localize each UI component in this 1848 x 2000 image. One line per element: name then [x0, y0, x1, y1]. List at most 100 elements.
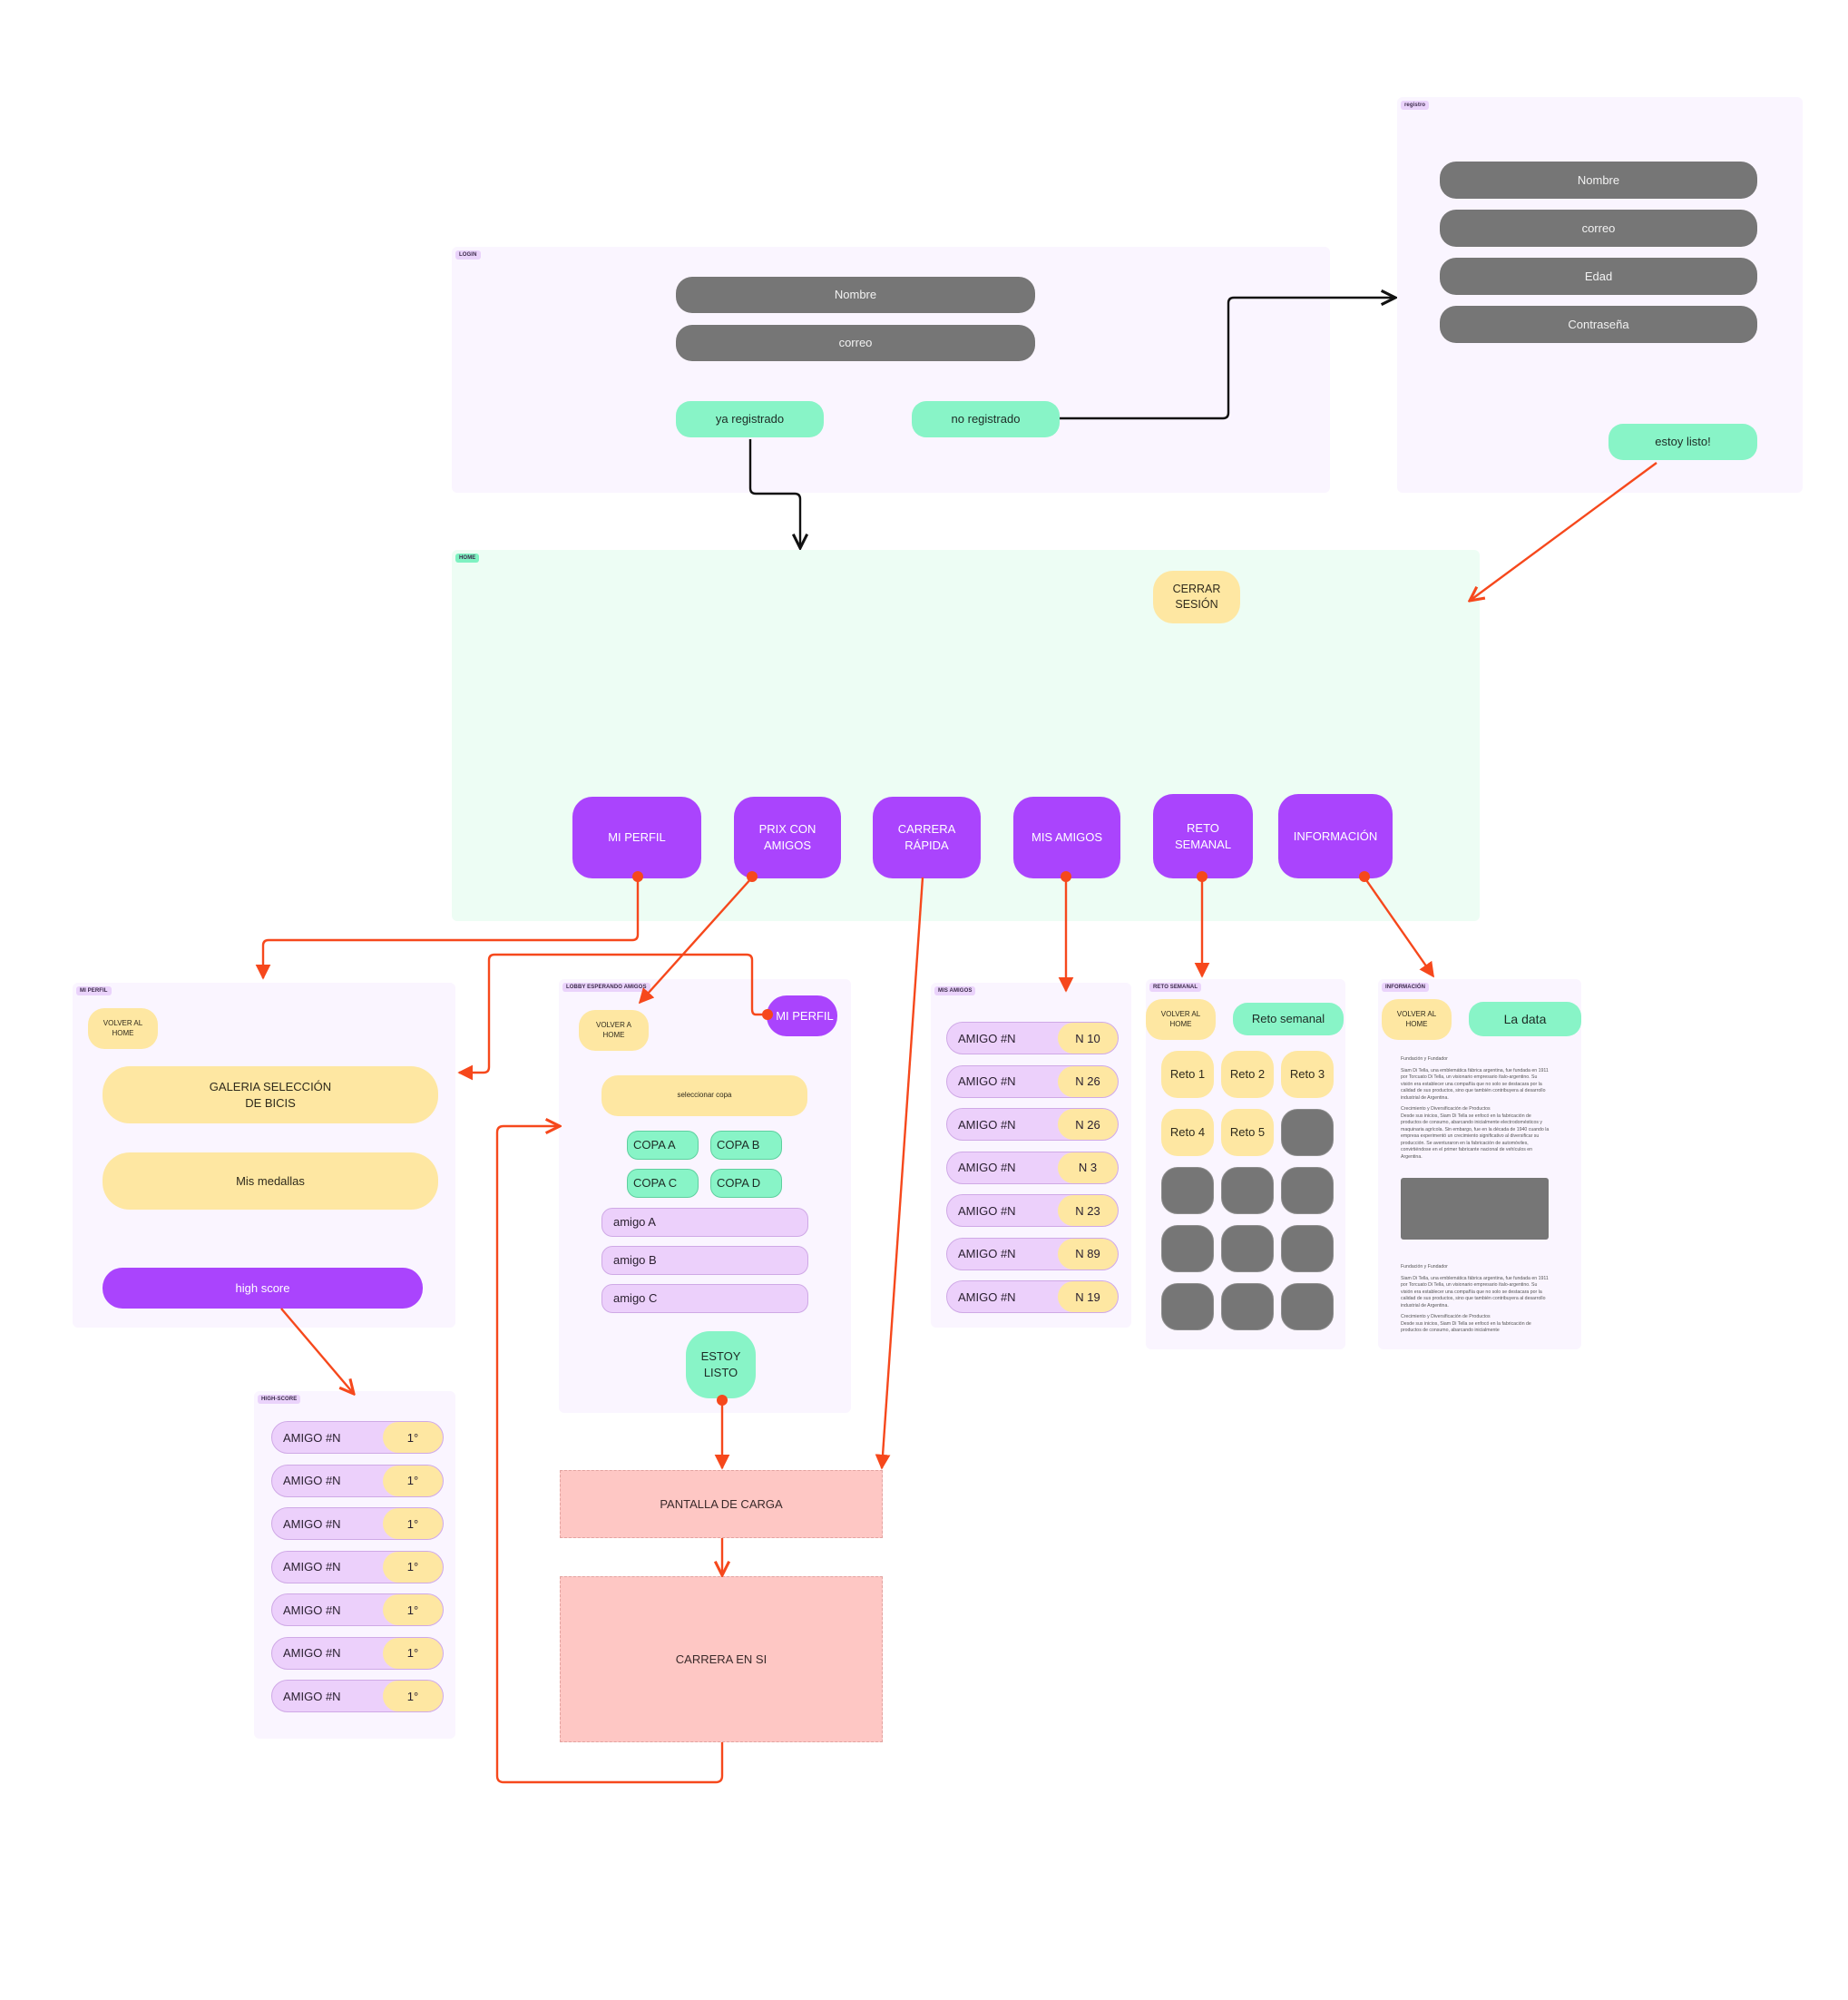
high-score-row[interactable]: AMIGO #N 1° — [271, 1421, 444, 1454]
logout-button[interactable]: CERRAR SESIÓN — [1153, 571, 1240, 623]
friend-name: AMIGO #N — [958, 1203, 1016, 1218]
locked-reto-tile[interactable] — [1161, 1225, 1214, 1272]
friend-slot[interactable]: amigo C — [601, 1284, 808, 1313]
back-home-button[interactable]: VOLVER AL HOME — [1382, 999, 1452, 1040]
friend-row[interactable]: AMIGO #N N 23 — [946, 1194, 1119, 1227]
lobby-profile-button[interactable]: MI PERFIL — [767, 995, 837, 1036]
level-badge: N 19 — [1058, 1281, 1118, 1312]
friend-name: AMIGO #N — [283, 1430, 341, 1445]
register-name-field[interactable]: Nombre — [1440, 162, 1757, 199]
race-screen: CARRERA EN SI — [560, 1576, 883, 1742]
locked-reto-tile[interactable] — [1281, 1283, 1334, 1330]
back-home-button[interactable]: VOLVER A HOME — [579, 1010, 649, 1051]
menu-mis-amigos[interactable]: MIS AMIGOS — [1013, 797, 1120, 878]
reto-button[interactable]: Reto 3 — [1281, 1051, 1334, 1098]
menu-prix-con-amigos[interactable]: PRIX CON AMIGOS — [734, 797, 841, 878]
level-badge: N 23 — [1058, 1195, 1118, 1226]
friend-name: AMIGO #N — [283, 1689, 341, 1703]
frame-label: HOME — [455, 554, 480, 563]
reto-button[interactable]: Reto 4 — [1161, 1109, 1214, 1156]
info-paragraph: Desde sus inicios, Siam Di Tella se enfo… — [1401, 1320, 1531, 1334]
high-score-button[interactable]: high score — [103, 1268, 423, 1309]
rank-badge: 1° — [383, 1637, 443, 1669]
medals-button[interactable]: Mis medallas — [103, 1152, 438, 1210]
rank-badge: 1° — [383, 1594, 443, 1625]
cup-c-button[interactable]: COPA C — [627, 1169, 699, 1198]
friend-name: AMIGO #N — [283, 1560, 341, 1574]
frame-label: registro — [1401, 101, 1430, 110]
friend-name: AMIGO #N — [958, 1247, 1016, 1260]
friend-name: AMIGO #N — [958, 1117, 1016, 1132]
bike-gallery-button[interactable]: GALERIA SELECCIÓN DE BICIS — [103, 1066, 438, 1123]
register-age-field[interactable]: Edad — [1440, 258, 1757, 295]
info-heading: Crecimiento y Diversificación de Product… — [1401, 1106, 1491, 1113]
locked-reto-tile[interactable] — [1221, 1225, 1274, 1272]
reto-semanal-title: Reto semanal — [1233, 1003, 1344, 1035]
back-home-button[interactable]: VOLVER AL HOME — [1146, 999, 1216, 1040]
menu-reto-semanal[interactable]: RETO SEMANAL — [1153, 794, 1253, 878]
frame-label: INFORMACIÓN — [1382, 983, 1430, 992]
ready-button[interactable]: estoy listo! — [1608, 424, 1757, 460]
rank-badge: 1° — [383, 1422, 443, 1453]
not-registered-button[interactable]: no registrado — [912, 401, 1060, 437]
register-password-field[interactable]: Contraseña — [1440, 306, 1757, 343]
login-name-field[interactable]: Nombre — [676, 277, 1035, 313]
friend-name: AMIGO #N — [958, 1161, 1016, 1174]
cup-b-button[interactable]: COPA B — [710, 1131, 782, 1160]
friend-slot[interactable]: amigo A — [601, 1208, 808, 1237]
reto-button[interactable]: Reto 2 — [1221, 1051, 1274, 1098]
reto-button[interactable]: Reto 5 — [1221, 1109, 1274, 1156]
friend-name: AMIGO #N — [283, 1516, 341, 1531]
reto-button[interactable]: Reto 1 — [1161, 1051, 1214, 1098]
friend-slot[interactable]: amigo B — [601, 1246, 808, 1275]
locked-reto-tile[interactable] — [1281, 1109, 1334, 1156]
menu-mi-perfil[interactable]: MI PERFIL — [572, 797, 701, 878]
level-badge: N 26 — [1058, 1109, 1118, 1140]
friend-name: AMIGO #N — [283, 1646, 341, 1660]
ready-button[interactable]: ESTOY LISTO — [686, 1331, 756, 1398]
login-email-field[interactable]: correo — [676, 325, 1035, 361]
back-home-button[interactable]: VOLVER AL HOME — [88, 1008, 158, 1049]
locked-reto-tile[interactable] — [1161, 1283, 1214, 1330]
friend-row[interactable]: AMIGO #N N 26 — [946, 1108, 1119, 1141]
friend-name: AMIGO #N — [958, 1074, 1016, 1088]
locked-reto-tile[interactable] — [1221, 1283, 1274, 1330]
locked-reto-tile[interactable] — [1281, 1167, 1334, 1214]
login-frame: LOGIN Nombre correo ya registrado no reg… — [452, 247, 1330, 493]
cup-a-button[interactable]: COPA A — [627, 1131, 699, 1160]
frame-label: RETO SEMANAL — [1149, 983, 1202, 992]
registro-frame: registro Nombre correo Edad Contraseña e… — [1397, 97, 1803, 493]
info-heading: Crecimiento y Diversificación de Product… — [1401, 1314, 1491, 1320]
locked-reto-tile[interactable] — [1281, 1225, 1334, 1272]
locked-reto-tile[interactable] — [1161, 1167, 1214, 1214]
rank-badge: 1° — [383, 1681, 443, 1711]
high-score-row[interactable]: AMIGO #N 1° — [271, 1636, 444, 1670]
friend-name: AMIGO #N — [958, 1289, 1016, 1304]
register-email-field[interactable]: correo — [1440, 210, 1757, 247]
menu-informacion[interactable]: INFORMACIÓN — [1278, 794, 1393, 878]
info-paragraph: Siam Di Tella, una emblemática fábrica a… — [1401, 1067, 1549, 1101]
reto-semanal-frame: RETO SEMANAL VOLVER AL HOME Reto semanal… — [1146, 979, 1345, 1349]
already-registered-button[interactable]: ya registrado — [676, 401, 824, 437]
select-cup-button[interactable]: seleccionar copa — [601, 1075, 807, 1116]
high-score-row[interactable]: AMIGO #N 1° — [271, 1680, 444, 1712]
menu-carrera-rapida[interactable]: CARRERA RÁPIDA — [873, 797, 981, 878]
home-frame: HOME CERRAR SESIÓN MI PERFIL PRIX CON AM… — [452, 550, 1480, 921]
level-badge: N 10 — [1058, 1023, 1118, 1054]
cup-d-button[interactable]: COPA D — [710, 1169, 782, 1198]
friend-row[interactable]: AMIGO #N N 19 — [946, 1280, 1119, 1313]
frame-label: LOGIN — [455, 250, 481, 260]
frame-label: MI PERFIL — [76, 986, 112, 995]
info-text-top: Fundación y Fundador Siam Di Tella, una … — [1401, 1056, 1550, 1165]
locked-reto-tile[interactable] — [1221, 1167, 1274, 1214]
